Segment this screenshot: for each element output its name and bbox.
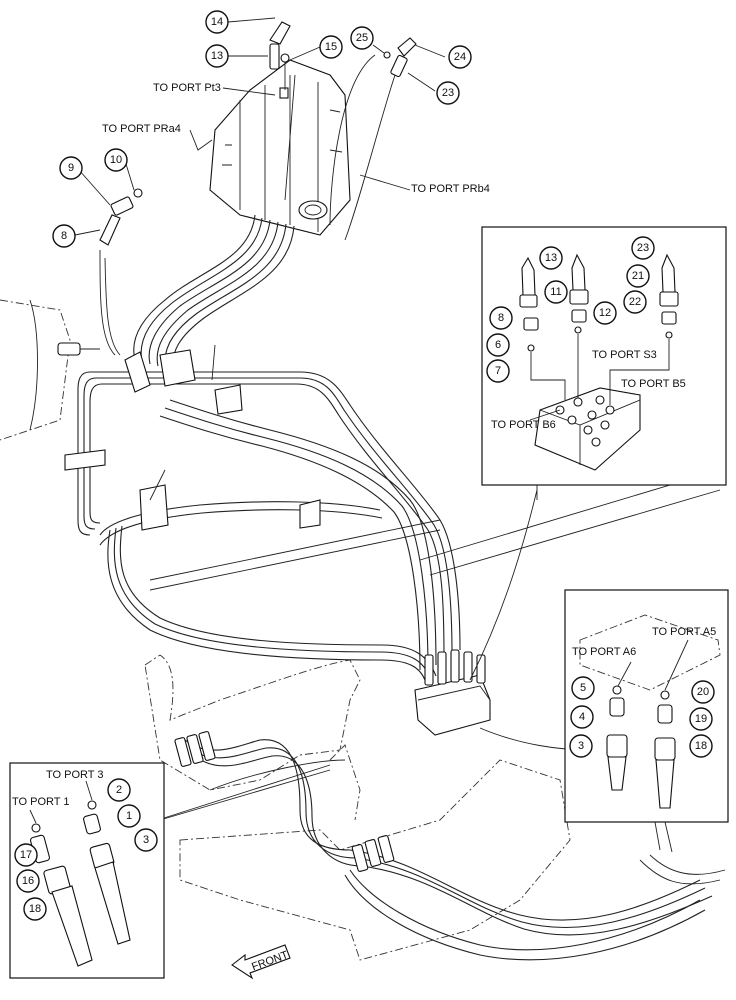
callout-18-left: 18: [23, 897, 47, 921]
swivel-manifold: [414, 489, 591, 751]
main-hose-loop: [77, 371, 721, 681]
svg-text:14: 14: [211, 16, 223, 28]
left-accessory-unit: [0, 299, 100, 441]
callout-21: 21: [626, 264, 650, 288]
callout-13-inset: 13: [539, 246, 563, 270]
svg-text:9: 9: [68, 162, 74, 174]
label-port-a6: TO PORT A6: [572, 646, 636, 658]
callout-16: 16: [16, 869, 40, 893]
svg-text:7: 7: [495, 365, 501, 377]
inset-swivel-lower-detail: [564, 589, 729, 853]
svg-text:23: 23: [637, 242, 649, 254]
svg-text:8: 8: [61, 230, 67, 242]
svg-text:15: 15: [325, 41, 337, 53]
callout-11: 11: [544, 280, 568, 304]
callout-1: 1: [117, 804, 141, 828]
svg-text:17: 17: [20, 849, 32, 861]
callout-22: 22: [623, 290, 647, 314]
callout-25: 25: [350, 26, 374, 50]
svg-text:22: 22: [629, 296, 641, 308]
callout-4: 4: [570, 705, 594, 729]
label-port-pra4: TO PORT PRa4: [102, 123, 181, 135]
label-port-1: TO PORT 1: [12, 796, 69, 808]
svg-text:19: 19: [695, 713, 707, 725]
label-port-prb4: TO PORT PRb4: [411, 183, 490, 195]
label-port-pt3: TO PORT Pt3: [153, 82, 221, 94]
port-labels: TO PORT Pt3 TO PORT PRa4 TO PORT PRb4 TO…: [12, 82, 716, 808]
svg-text:13: 13: [545, 252, 557, 264]
callout-3-left: 3: [134, 828, 158, 852]
svg-text:12: 12: [599, 307, 611, 319]
front-direction-arrow: FRONT: [231, 944, 291, 980]
callout-2: 2: [107, 778, 131, 802]
svg-text:3: 3: [578, 740, 584, 752]
svg-text:18: 18: [29, 903, 41, 915]
top-fittings: [99, 21, 417, 246]
track-frame-outline: [144, 654, 571, 961]
control-valve: [209, 59, 351, 236]
hose-clamps: [64, 344, 321, 531]
callout-20: 20: [691, 680, 715, 704]
callout-24: 24: [448, 45, 472, 69]
callout-8-inset: 8: [489, 306, 513, 330]
callout-6: 6: [486, 333, 510, 357]
callout-8-top: 8: [52, 224, 76, 248]
svg-text:3: 3: [143, 834, 149, 846]
inset-travel-motor-detail: [9, 762, 331, 979]
svg-text:20: 20: [697, 686, 709, 698]
svg-text:10: 10: [110, 154, 122, 166]
callout-13-top: 13: [205, 44, 229, 68]
label-port-b5: TO PORT B5: [621, 378, 686, 390]
svg-text:24: 24: [454, 51, 466, 63]
label-port-s3: TO PORT S3: [592, 349, 657, 361]
callout-7: 7: [486, 359, 510, 383]
callout-9: 9: [59, 156, 83, 180]
svg-text:4: 4: [579, 711, 585, 723]
svg-text:16: 16: [22, 875, 34, 887]
svg-text:23: 23: [442, 87, 454, 99]
callout-18-right: 18: [689, 734, 713, 758]
lower-fittings: [159, 731, 395, 872]
svg-text:18: 18: [695, 740, 707, 752]
callout-19: 19: [689, 707, 713, 731]
callout-17: 17: [14, 843, 38, 867]
callout-3-right: 3: [569, 734, 593, 758]
callout-10: 10: [104, 148, 128, 172]
svg-text:13: 13: [211, 50, 223, 62]
inset-swivel-top-detail: [481, 226, 727, 500]
callout-14: 14: [205, 10, 229, 34]
svg-text:2: 2: [116, 784, 122, 796]
leader-lines: [29, 17, 689, 824]
svg-text:5: 5: [580, 682, 586, 694]
callout-15: 15: [319, 35, 343, 59]
svg-text:11: 11: [550, 286, 561, 298]
label-port-b6: TO PORT B6: [491, 419, 556, 431]
callout-5: 5: [571, 676, 595, 700]
svg-text:21: 21: [632, 270, 644, 282]
svg-text:25: 25: [356, 32, 368, 44]
svg-text:1: 1: [126, 810, 132, 822]
label-port-3: TO PORT 3: [46, 769, 103, 781]
svg-text:8: 8: [498, 312, 504, 324]
callout-12: 12: [593, 301, 617, 325]
svg-text:6: 6: [495, 339, 501, 351]
callout-23-inset: 23: [631, 236, 655, 260]
upper-hose-bundle: [99, 54, 396, 371]
callout-23-top: 23: [436, 81, 460, 105]
label-port-a5: TO PORT A5: [652, 626, 716, 638]
